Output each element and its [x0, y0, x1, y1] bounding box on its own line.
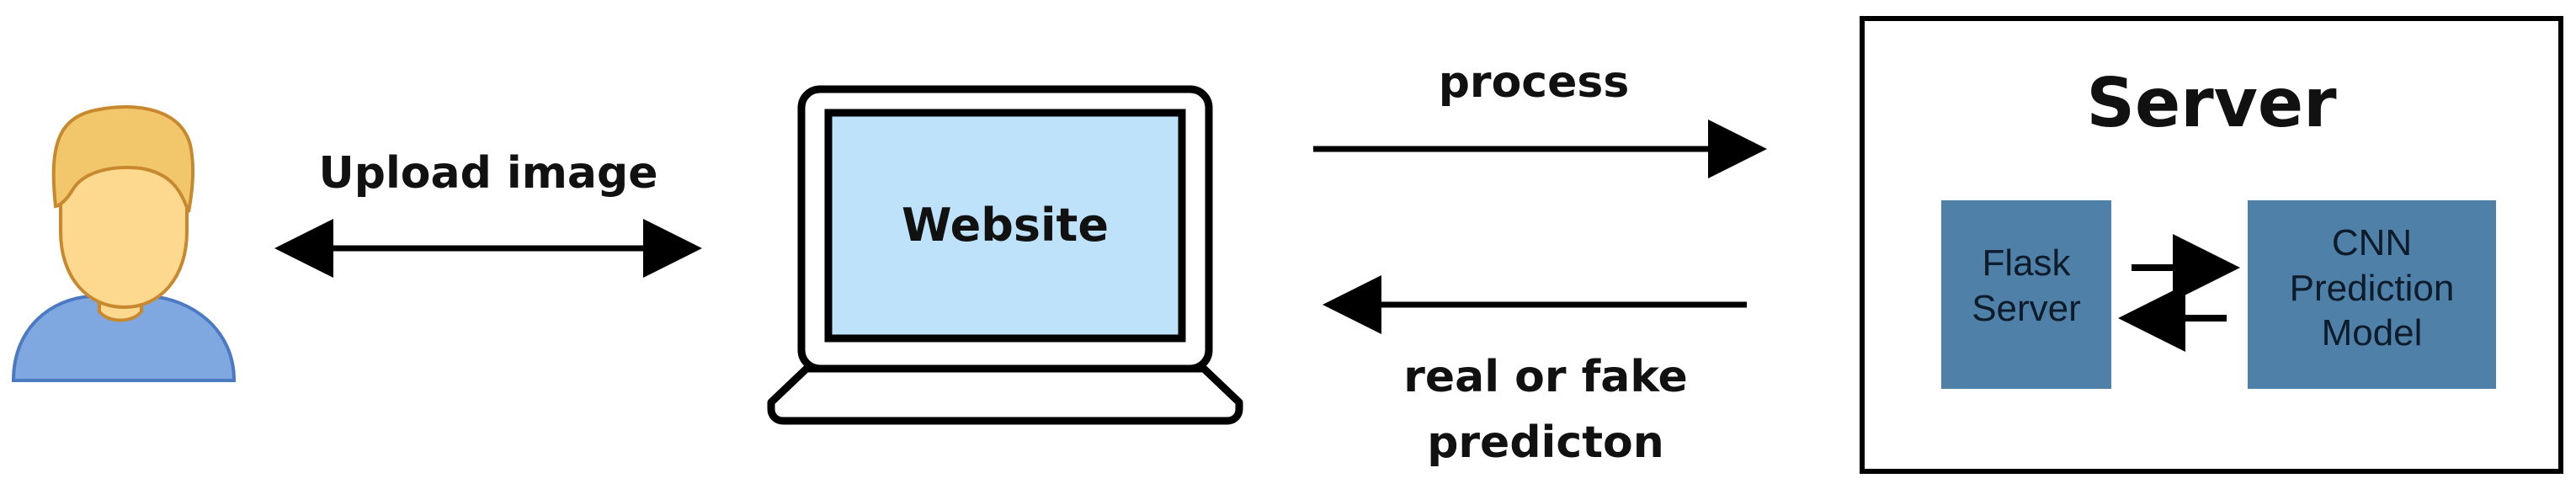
laptop-base	[767, 364, 1243, 425]
result-label-line2: predicton	[1427, 417, 1664, 468]
laptop-icon	[767, 85, 1243, 425]
flask-server-box	[1941, 200, 2111, 389]
cnn-line2: Prediction	[2289, 267, 2455, 309]
upload-label: Upload image	[318, 148, 658, 199]
flask-server-label: Flask Server	[1941, 241, 2111, 331]
cnn-model-box	[2248, 200, 2496, 389]
cnn-line1: CNN	[2331, 222, 2413, 263]
cnn-model-label: CNN Prediction Model	[2248, 221, 2496, 356]
website-label: Website	[901, 199, 1109, 252]
server-title: Server	[2086, 64, 2337, 142]
laptop-screen	[824, 109, 1186, 343]
user-icon	[11, 105, 237, 382]
user-hair	[51, 105, 195, 213]
process-label: process	[1438, 57, 1630, 108]
cnn-line3: Model	[2321, 312, 2423, 354]
flask-line2: Server	[1972, 287, 2081, 329]
result-label-line1: real or fake	[1403, 352, 1688, 402]
flask-line1: Flask	[1982, 242, 2071, 284]
